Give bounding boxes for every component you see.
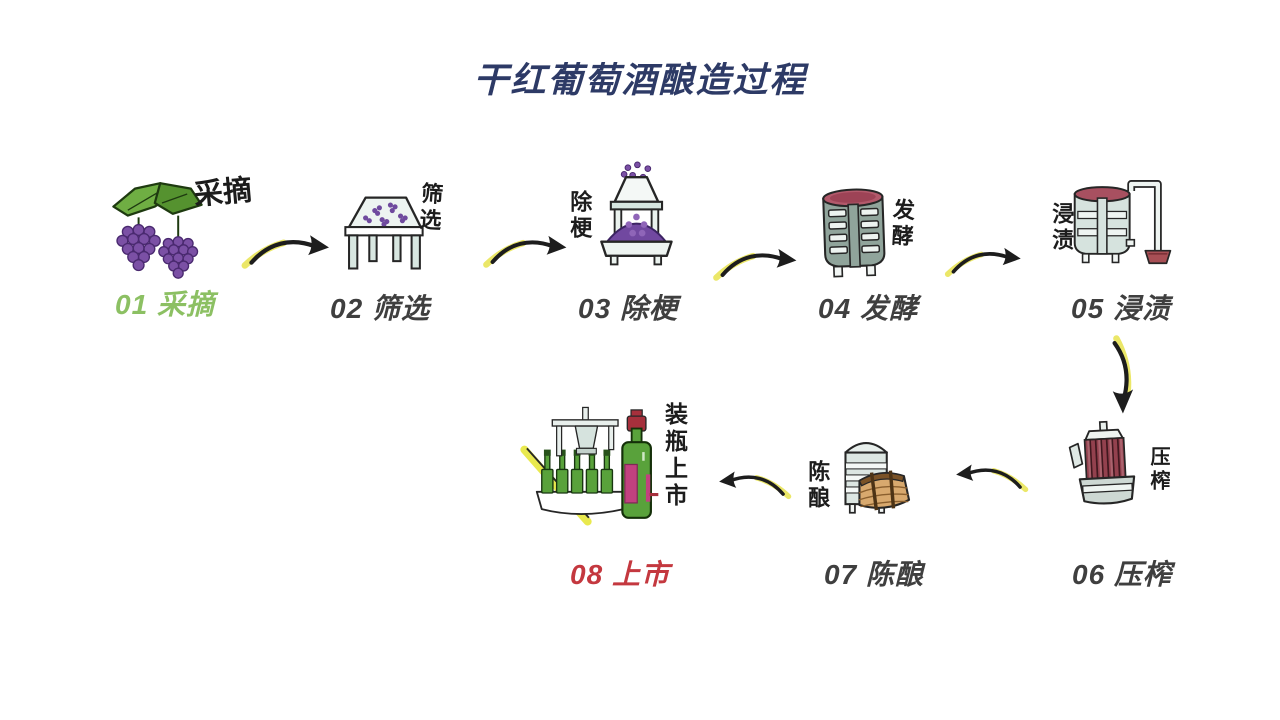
arrow-06-07-icon <box>953 453 1031 497</box>
annotation-maceration: 浸渍 <box>1048 202 1075 254</box>
arrow-04-05-icon <box>942 236 1024 282</box>
destemmer-illustration <box>588 161 683 290</box>
arrow-02-03-icon <box>480 222 570 274</box>
fermentation-tank-illustration <box>816 183 892 280</box>
annotation-pressing: 压榨 <box>1147 446 1171 494</box>
page-title: 干红葡萄酒酿造过程 <box>473 61 807 100</box>
annotation-bottling: 装瓶上市 <box>660 402 688 510</box>
arrow-03-04-icon <box>710 236 800 286</box>
step-label-04: 04 发酵 <box>818 293 918 324</box>
sorting-table-illustration <box>338 190 430 278</box>
grapes-illustration <box>106 176 218 284</box>
annotation-sorting: 筛选 <box>414 181 445 235</box>
arrow-05-06-icon <box>1098 332 1146 420</box>
maceration-tank-illustration <box>1070 180 1172 268</box>
arrow-01-02-icon <box>238 222 333 274</box>
annotation-fermentation: 发酵 <box>886 197 916 251</box>
step-label-07: 07 陈酿 <box>824 559 924 590</box>
wine-press-illustration <box>1064 420 1149 518</box>
arrow-07-08-icon <box>716 460 794 504</box>
annotation-harvest: 采摘 <box>192 172 254 212</box>
annotation-destemming: 除梗 <box>566 190 593 242</box>
step-label-01: 01 采摘 <box>115 289 215 320</box>
annotation-aging: 陈酿 <box>804 460 831 512</box>
aging-barrel-illustration <box>830 430 916 525</box>
step-label-08: 08 上市 <box>570 559 670 590</box>
bottling-illustration <box>518 400 661 526</box>
step-label-05: 05 浸渍 <box>1071 293 1171 324</box>
step-label-06: 06 压榨 <box>1072 559 1172 590</box>
step-label-02: 02 筛选 <box>330 293 430 324</box>
step-label-03: 03 除梗 <box>578 293 678 324</box>
